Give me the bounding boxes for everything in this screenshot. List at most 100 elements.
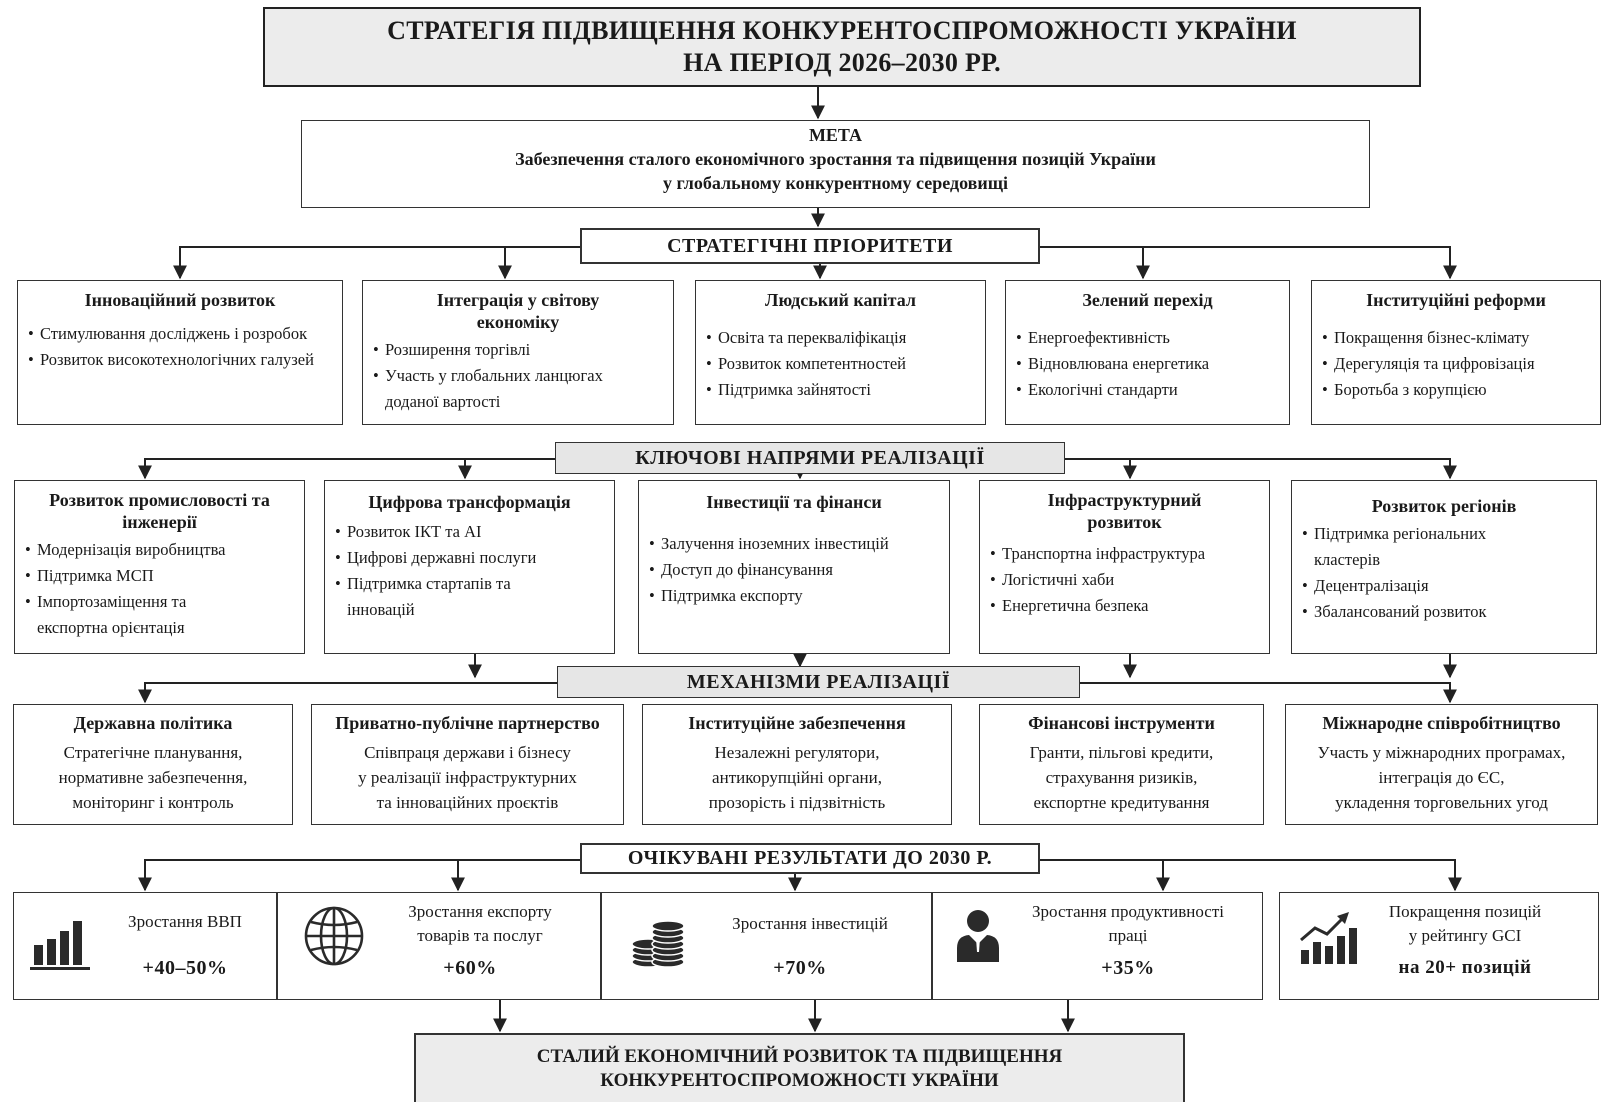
mechanism-text-line: укладення торговельних угод	[1335, 793, 1548, 812]
mechanism-title: Приватно-публічне партнерство	[335, 713, 600, 733]
mechanism-text-line: Співпраця держави і бізнесу	[364, 743, 571, 762]
list-item: Покращення бізнес-клімату	[1322, 325, 1596, 351]
list-item: Підтримка регіональних кластерів	[1302, 521, 1592, 573]
list-item: Участь у глобальних ланцюгах доданої вар…	[373, 363, 669, 415]
mechanism-text-line: Гранти, пільгові кредити,	[1029, 743, 1214, 762]
list-item: Збалансований розвиток	[1302, 599, 1592, 625]
final-outcome-line1: СТАЛИЙ ЕКОНОМІЧНИЙ РОЗВИТОК ТА ПІДВИЩЕНН…	[536, 1045, 1063, 1067]
result-label-line: Зростання продуктивності	[1032, 902, 1224, 921]
mechanism-text-line: інтеграція до ЄС,	[1378, 768, 1505, 787]
list-item: Відновлювана енергетика	[1016, 351, 1285, 377]
strategy-title-box: СТРАТЕГІЯ ПІДВИЩЕННЯ КОНКУРЕНТОСПРОМОЖНО…	[263, 7, 1421, 87]
result-label-line: у рейтингу GCI	[1408, 926, 1522, 945]
globe-icon	[302, 904, 366, 973]
goal-label: МЕТА	[808, 125, 863, 145]
result-label: Зростання продуктивності праці	[1008, 900, 1248, 948]
priorities-header: СТРАТЕГІЧНІ ПРІОРИТЕТИ	[580, 228, 1040, 264]
mechanism-card-ppp: Приватно-публічне партнерство Співпраця …	[311, 704, 624, 825]
mechanism-text: Участь у міжнародних програмах, інтеграц…	[1286, 740, 1597, 815]
priority-card-green-transition: Зелений перехід Енергоефективність Відно…	[1005, 280, 1290, 425]
direction-card-infrastructure: Інфраструктурний розвиток Транспортна ін…	[979, 480, 1270, 654]
direction-bullets: Залучення іноземних інвестицій Доступ до…	[639, 531, 949, 609]
result-label-line: товарів та послуг	[417, 926, 543, 945]
mechanism-text-line: Участь у міжнародних програмах,	[1317, 743, 1566, 762]
list-item: Модернізація виробництва	[25, 537, 300, 563]
result-label-line: Зростання інвестицій	[732, 914, 888, 933]
list-item: Підтримка експорту	[649, 583, 945, 609]
list-item: Розвиток високотехнологічних галузей	[28, 347, 338, 373]
direction-title: Цифрова трансформація	[368, 492, 571, 512]
priority-bullets: Енергоефективність Відновлювана енергети…	[1006, 325, 1289, 403]
result-label-line: Покращення позицій	[1388, 902, 1542, 921]
mechanism-title: Державна політика	[73, 713, 233, 733]
mechanism-title: Інституційне забезпечення	[688, 713, 906, 733]
mechanism-card-financial: Фінансові інструменти Гранти, пільгові к…	[979, 704, 1264, 825]
list-item: Енергетична безпека	[990, 593, 1265, 619]
direction-card-regions: Розвиток регіонів Підтримка регіональних…	[1291, 480, 1597, 654]
result-label: Зростання ВВП	[100, 910, 270, 934]
list-item: Екологічні стандарти	[1016, 377, 1285, 403]
result-label-line: Зростання ВВП	[128, 912, 242, 931]
coins-icon	[628, 912, 688, 975]
priority-bullets: Розширення торгівлі Участь у глобальних …	[363, 337, 673, 415]
mechanism-text-line: експортне кредитування	[1033, 793, 1210, 812]
priority-bullets: Стимулювання досліджень і розробок Розви…	[18, 321, 342, 373]
direction-title: Розвиток регіонів	[1371, 496, 1517, 516]
final-outcome-line2: КОНКУРЕНТОСПРОМОЖНОСТІ УКРАЇНИ	[600, 1069, 999, 1091]
mechanism-card-state-policy: Державна політика Стратегічне планування…	[13, 704, 293, 825]
direction-card-investment: Інвестиції та фінанси Залучення іноземни…	[638, 480, 950, 654]
list-item: Дерегуляція та цифровізація	[1322, 351, 1596, 377]
mechanism-text-line: антикорупційні органи,	[712, 768, 882, 787]
direction-title: Інфраструктурний розвиток	[1047, 490, 1202, 532]
results-divider	[600, 892, 602, 1000]
direction-bullets: Підтримка регіональних кластерів Децентр…	[1292, 521, 1596, 625]
mechanism-text: Стратегічне планування, нормативне забез…	[14, 740, 292, 815]
mechanisms-bus	[144, 682, 557, 700]
result-value: +70%	[773, 957, 827, 979]
priority-card-institutional-reforms: Інституційні реформи Покращення бізнес-к…	[1311, 280, 1601, 425]
direction-title: Розвиток промисловості та інженерії	[49, 490, 270, 532]
priority-title: Інституційні реформи	[1366, 290, 1546, 310]
list-item: Підтримка МСП	[25, 563, 300, 589]
mechanism-text-line: та інноваційних проєктів	[376, 793, 559, 812]
directions-bus	[144, 458, 555, 476]
result-value: +35%	[1101, 957, 1155, 979]
list-item: Боротьба з корупцією	[1322, 377, 1596, 403]
list-item: Стимулювання досліджень і розробок	[28, 321, 338, 347]
mechanism-text: Співпраця держави і бізнесу у реалізації…	[312, 740, 623, 815]
result-value: +60%	[443, 957, 497, 979]
mechanism-card-international: Міжнародне співробітництво Участь у міжн…	[1285, 704, 1598, 825]
results-header: ОЧІКУВАНІ РЕЗУЛЬТАТИ ДО 2030 Р.	[580, 843, 1040, 874]
mechanism-text: Гранти, пільгові кредити, страхування ри…	[980, 740, 1263, 815]
strategy-title-line1: СТРАТЕГІЯ ПІДВИЩЕННЯ КОНКУРЕНТОСПРОМОЖНО…	[387, 16, 1297, 45]
priority-card-innovation: Інноваційний розвиток Стимулювання дослі…	[17, 280, 343, 425]
list-item: Освіта та перекваліфікація	[706, 325, 981, 351]
result-label: Зростання інвестицій	[700, 912, 920, 936]
mechanism-text-line: страхування ризиків,	[1045, 768, 1198, 787]
mechanism-title: Міжнародне співробітництво	[1322, 713, 1561, 733]
priority-bullets: Освіта та перекваліфікація Розвиток комп…	[696, 325, 985, 403]
priority-bullets: Покращення бізнес-клімату Дерегуляція та…	[1312, 325, 1600, 403]
direction-bullets: Модернізація виробництва Підтримка МСП І…	[15, 537, 304, 641]
mechanism-text-line: прозорість і підзвітність	[708, 793, 886, 812]
result-label-line: Зростання експорту	[408, 902, 552, 921]
mechanism-text-line: моніторинг і контроль	[72, 793, 234, 812]
direction-bullets: Транспортна інфраструктура Логістичні ха…	[980, 541, 1269, 619]
results-divider	[931, 892, 933, 1000]
result-value: на 20+ позицій	[1398, 957, 1532, 978]
priority-title: Зелений перехід	[1082, 290, 1213, 310]
mechanism-text: Незалежні регулятори, антикорупційні орг…	[643, 740, 951, 815]
result-label-line: праці	[1108, 926, 1148, 945]
priority-card-human-capital: Людський капітал Освіта та перекваліфіка…	[695, 280, 986, 425]
results-divider	[276, 892, 278, 1000]
directions-header: КЛЮЧОВІ НАПРЯМИ РЕАЛІЗАЦІЇ	[555, 442, 1065, 474]
person-icon	[955, 908, 1001, 969]
list-item: Логістичні хаби	[990, 567, 1265, 593]
goal-text-line1: Забезпечення сталого економічного зроста…	[515, 149, 1156, 169]
results-bus	[144, 859, 580, 888]
result-label: Зростання експорту товарів та послуг	[370, 900, 590, 948]
mechanism-title: Фінансові інструменти	[1028, 713, 1215, 733]
mechanism-text-line: Стратегічне планування,	[63, 743, 243, 762]
list-item: Імпортозаміщення та експортна орієнтація	[25, 589, 300, 641]
list-item: Розвиток компетентностей	[706, 351, 981, 377]
